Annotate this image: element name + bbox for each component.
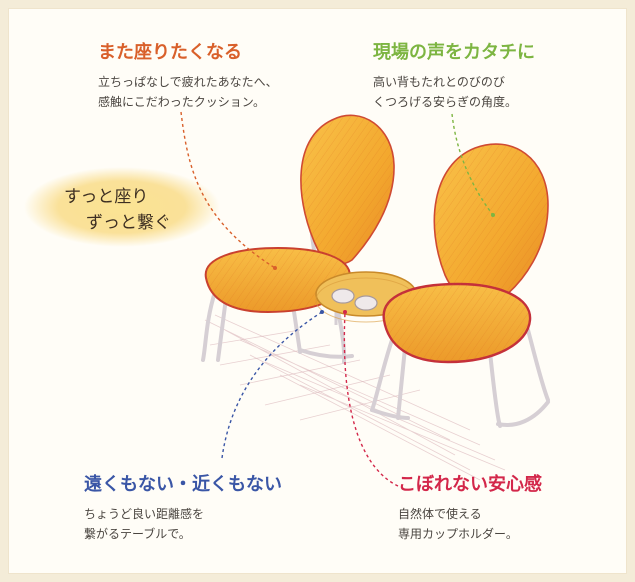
feature-cushion-line-1: 立ちっぱなしで疲れたあなたへ、 [98,75,278,89]
feature-table-heading: 遠くもない・近くもない [84,474,282,495]
feature-cushion-line-2: 感触にこだわったクッション。 [98,95,266,109]
tagline: すっと座り ずっと繋ぐ [64,184,171,236]
feature-backrest-description: 高い背もたれとのびのび くつろげる安らぎの角度。 [373,72,535,112]
feature-backrest-heading: 現場の声をカタチに [373,42,535,63]
feature-backrest-line-2: くつろげる安らぎの角度。 [373,95,518,109]
left-seat-texture [205,248,351,312]
right-seat-texture [383,284,531,362]
cup-holder-right [354,295,378,311]
tagline-glow [24,167,220,247]
leader-line-top-left-icon [180,111,276,269]
floor-shadow [204,314,506,481]
tagline-line-1: すっと座り [64,187,149,207]
leader-line-top-right-icon [451,113,494,216]
feature-cushion-description: 立ちっぱなしで疲れたあなたへ、 感触にこだわったクッション。 [98,72,278,112]
tagline-line-2: ずっと繋ぐ [86,213,171,233]
leader-dot-bottom-right [343,310,347,314]
feature-table-line-2: 繋がるテーブルで。 [84,527,191,541]
leader-dot-top-right [491,213,495,217]
feature-cushion-heading: また座りたくなる [98,42,242,63]
feature-table-description: ちょうど良い距離感を 繋がるテーブルで。 [84,504,282,544]
feature-cup-holder-heading: こぼれない安心感 [398,474,542,495]
feature-cushion: また座りたくなる 立ちっぱなしで疲れたあなたへ、 感触にこだわったクッション。 [98,42,278,112]
feature-backrest: 現場の声をカタチに 高い背もたれとのびのび くつろげる安らぎの角度。 [373,42,535,112]
feature-cup-holder: こぼれない安心感 自然体で使える 専用カップホルダー。 [398,474,542,544]
leader-line-bottom-right-icon [343,311,399,487]
right-backrest-texture [434,144,548,305]
cup-holder-left [331,288,355,304]
feature-table-line-1: ちょうど良い距離感を [84,507,205,521]
feature-backrest-line-1: 高い背もたれとのびのび [373,75,505,89]
feature-cup-holder-description: 自然体で使える 専用カップホルダー。 [398,504,542,544]
leader-line-bottom-left-icon [221,311,323,459]
leader-dot-bottom-left [320,310,324,314]
leader-dot-top-left [273,266,277,270]
left-backrest-texture [300,115,395,265]
feature-cup-holder-line-2: 専用カップホルダー。 [398,527,518,541]
feature-cup-holder-line-1: 自然体で使える [398,507,482,521]
feature-table: 遠くもない・近くもない ちょうど良い距離感を 繋がるテーブルで。 [84,474,282,544]
